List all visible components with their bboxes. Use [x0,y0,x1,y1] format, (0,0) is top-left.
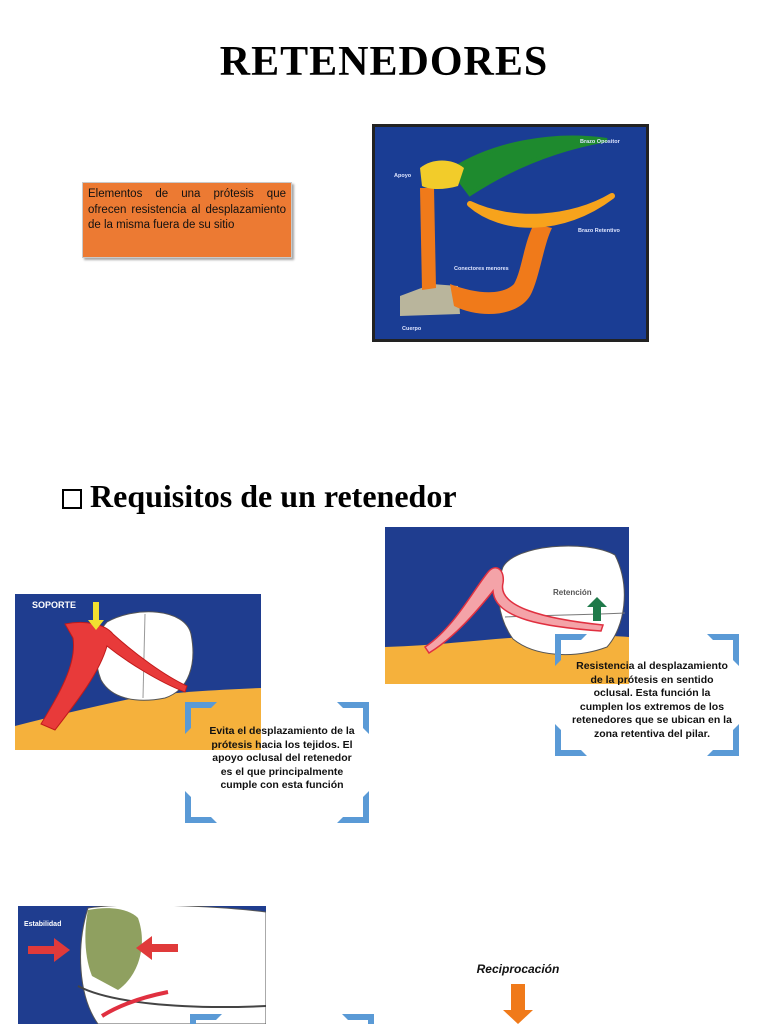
estabilidad-label: Estabilidad [24,921,61,928]
retencion-illustration: Retención [385,527,629,684]
section-heading-text: Requisitos de un retenedor [90,478,457,514]
label-cuerpo: Cuerpo [402,326,422,332]
label-apoyo: Apoyo [394,173,412,179]
estabilidad-illustration: Estabilidad [18,906,266,1024]
retainer-anatomy-diagram: Brazo Opositor Apoyo Brazo Retentivo Con… [372,124,649,342]
apoyo-shape [420,160,464,189]
soporte-caption: Evita el desplazamiento de la prótesis h… [209,725,355,791]
estabilidad-bracket-frame [190,1014,374,1024]
vertical-connector [420,188,436,290]
down-arrow-icon [503,984,533,1024]
label-conectores-menores: Conectores menores [454,266,509,272]
clasp [40,621,188,731]
retencion-label: Retención [553,588,592,597]
definition-box: Elementos de una prótesis que ofrecen re… [82,182,292,258]
reciprocacion-label: Reciprocación [476,962,560,976]
retencion-caption: Resistencia al desplazamiento de la prót… [572,660,732,740]
label-brazo-opositor: Brazo Opositor [580,139,621,145]
bracket-top-right [342,1014,374,1024]
bracket-bottom-right [707,724,739,756]
label-brazo-retentivo: Brazo Retentivo [578,228,621,234]
bracket-bottom-left [185,791,217,823]
clasp-arm [423,567,605,655]
tooth-groove [142,613,146,699]
checkbox-bullet-icon [62,488,82,509]
bracket-bottom-left [555,724,587,756]
bracket-top-left [555,634,587,666]
section-heading: Requisitos de un retenedor [62,478,457,515]
brazo-opositor-shape [449,135,608,197]
brazo-retentivo-shape [467,193,615,228]
minor-connector [450,224,552,315]
bracket-bottom-right [337,791,369,823]
up-arrow-icon [587,597,607,621]
down-arrow-icon [88,602,104,630]
soporte-label: SOPORTE [32,600,76,610]
retencion-bracket-frame [555,634,739,756]
page-title: RETENEDORES [219,39,549,85]
left-arrow-icon [136,936,178,960]
cuerpo-base [400,284,460,316]
clasp-arm [100,990,169,1018]
survey-line [77,985,266,1008]
right-arrow-icon [28,938,70,962]
stability-arm [85,908,142,990]
bracket-top-right [337,702,369,734]
bracket-top-left [190,1014,222,1024]
bracket-top-right [707,634,739,666]
soporte-bracket-frame [185,702,369,823]
